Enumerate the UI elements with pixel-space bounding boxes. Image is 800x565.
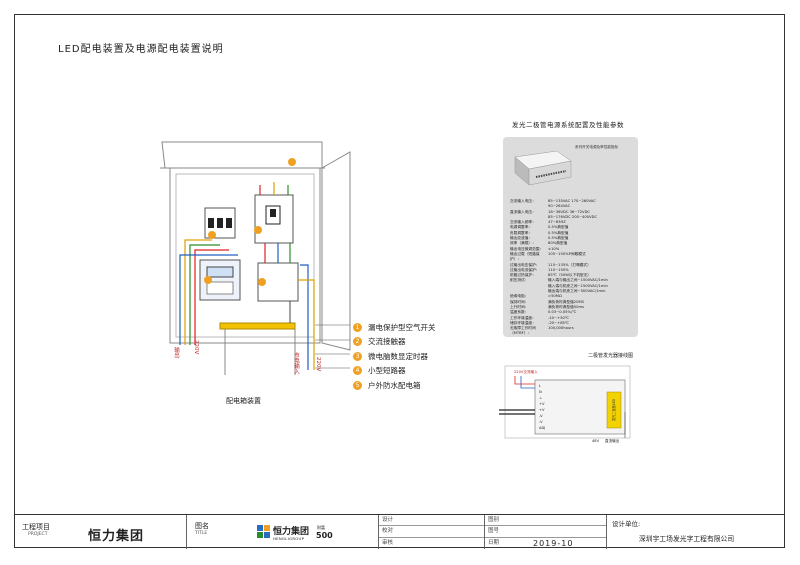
spec-row: 90~264VAC bbox=[548, 204, 571, 209]
spec-heading: 发光二极管电源系统配置及性能参数 bbox=[512, 121, 624, 129]
spec-row: 输出纹波值：0.5%典型值 bbox=[510, 236, 569, 241]
terminal-label: N bbox=[539, 390, 542, 394]
output-label: 输出 bbox=[173, 347, 179, 358]
title-block: 工程项目 PROJECT 恒力集团 图名 TITLE 恒力集团 HENGLIGR… bbox=[14, 514, 785, 549]
sheet-label: 图别 bbox=[485, 515, 606, 527]
marker-4 bbox=[208, 231, 216, 239]
spec-row: 交流输入电压：85~135VAC 170~260VAC bbox=[510, 199, 596, 203]
diagram-caption: 配电箱装置 bbox=[226, 397, 261, 405]
dc-output-note: 直流输出 bbox=[605, 438, 620, 443]
page-title: LED配电装置及电源配电装置说明 bbox=[58, 44, 224, 55]
terminal-label: -V bbox=[539, 414, 543, 418]
spec-row: 上升时间：满负荷时典型值50ms bbox=[510, 304, 585, 309]
adj-label: ADJ bbox=[539, 426, 545, 430]
product-label: 系列开关电源及率性能指标 bbox=[575, 145, 619, 149]
marker-1 bbox=[254, 226, 262, 234]
fortune-label: 财富 bbox=[317, 525, 325, 530]
left-voltage-label: 220V bbox=[193, 340, 199, 355]
spec-row: 机箱过热保护：85℃（50W以下机型无） bbox=[510, 273, 591, 278]
check-label: 校对 bbox=[379, 526, 484, 538]
terminal-label: +V bbox=[539, 402, 545, 406]
fortune-number: 500 bbox=[316, 531, 333, 540]
power-supply-image bbox=[514, 150, 572, 186]
marker-5 bbox=[288, 158, 296, 166]
spec-row: 输出电压微调范围：±10% bbox=[510, 246, 560, 251]
terminal-label: +V bbox=[539, 408, 545, 412]
date-label: 日期 bbox=[488, 539, 500, 546]
logo-name-en: HENGLIGROUP bbox=[273, 536, 305, 541]
design-label: 设计 bbox=[379, 515, 484, 527]
spec-row: 输出端与机壳之间~500VAC/1min bbox=[548, 289, 606, 294]
spec-table: 交流输入电压：85~135VAC 170~260VAC 90~264VAC 直流… bbox=[510, 199, 634, 337]
drawing-label-en: TITLE bbox=[195, 531, 208, 536]
henglogo-icon bbox=[257, 525, 270, 538]
date-row: 日期 bbox=[485, 538, 606, 549]
spec-row: 负载调整率：0.5%典型值 bbox=[510, 230, 569, 235]
spec-row: 温度系数：0.03~0.05%/℃ bbox=[510, 310, 577, 315]
spec-card: 系列开关电源及率性能指标 交流输入电压：85~135VAC 170~260VAC… bbox=[503, 137, 638, 337]
mains-input-label: 市电输入 bbox=[293, 352, 299, 374]
spec-row: 无故障工作时间（MTBF）：100,000hours bbox=[510, 326, 574, 336]
spec-row: 输出过载（短路保护）：105~150%P间歇模式 bbox=[510, 251, 586, 262]
unit-label: 设计单位: bbox=[612, 520, 641, 528]
ac-input-label: 220V交流输入 bbox=[514, 369, 538, 374]
unit-name: 深圳宇工场发光字工程有限公司 bbox=[639, 535, 735, 543]
distribution-box-drawing bbox=[160, 141, 351, 375]
spec-row: 交流输入频率：47~63HZ bbox=[510, 220, 566, 225]
project-label: 工程项目 bbox=[22, 523, 50, 531]
wiring-diagram: L N ⊥ +V +V -V -V ADJ 220V交流输入 48V 直流输出 … bbox=[499, 365, 631, 443]
spec-row: 绝缘电阻：>50MΩ bbox=[510, 294, 562, 299]
spec-row: 过输出电流保护：110~150% bbox=[510, 267, 569, 272]
project-name: 恒力集团 bbox=[88, 529, 145, 544]
sheet-info-cell: 图别 图号 日期 2019-10 bbox=[484, 515, 606, 549]
number-label: 图号 bbox=[485, 526, 606, 538]
drawing-name-cell: 图名 TITLE 恒力集团 HENGLIGROUP 财富 500 bbox=[186, 515, 378, 549]
spec-row: 直流输入电压：18~36VDC 36~72VDC bbox=[510, 209, 590, 214]
right-voltage-label: 220V bbox=[315, 357, 321, 372]
spec-row: 电源调整率：0.5%典型值 bbox=[510, 225, 569, 230]
led-module-text: 发光二极管LED bbox=[611, 398, 616, 421]
signoff-cell: 设计 校对 审核 bbox=[378, 515, 484, 549]
spec-row: 效率（满载）：80%典型值 bbox=[510, 241, 568, 246]
review-label: 审核 bbox=[382, 539, 394, 546]
dc-output-label: 48V bbox=[592, 439, 600, 443]
spec-row: 过输出电压保护：115~135%（打嗝模式） bbox=[510, 262, 591, 267]
marker-2 bbox=[258, 278, 266, 286]
spec-row: 储存环境温度：-20~+85℃ bbox=[510, 320, 570, 325]
drawing-label: 图名 bbox=[195, 522, 209, 530]
unit-cell: 设计单位: 深圳宇工场发光字工程有限公司 bbox=[606, 515, 785, 549]
terminal-label: L bbox=[539, 384, 541, 388]
wiring-title: 二极管发光器接线图 bbox=[588, 353, 634, 359]
terminal-label: -V bbox=[539, 420, 543, 424]
marker-3 bbox=[204, 276, 212, 284]
spec-row: 耐压测试：输入端与输出之间~1500VAC/1min bbox=[510, 278, 608, 283]
spec-row: 输入端与机壳之间~1500VAC/1min bbox=[548, 283, 608, 288]
terminal-label: ⊥ bbox=[539, 396, 542, 400]
logo-name: 恒力集团 bbox=[273, 527, 310, 537]
date-value: 2019-10 bbox=[533, 539, 574, 548]
spec-row: 85~176VDC 200~400VDC bbox=[548, 214, 598, 219]
drawing-frame bbox=[14, 14, 785, 548]
project-label-en: PROJECT bbox=[28, 532, 48, 537]
spec-row: 保持时间：满负荷时典型值20MS bbox=[510, 299, 585, 304]
spec-row: 工作环境温度：-10~+50℃ bbox=[510, 315, 570, 320]
